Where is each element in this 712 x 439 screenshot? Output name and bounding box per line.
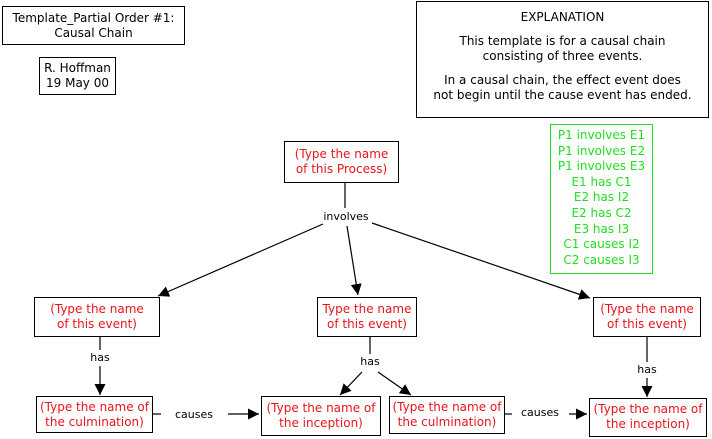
event1-line-1: (Type the name [50, 302, 144, 316]
title-box: Template_Partial Order #1: Causal Chain [2, 6, 185, 45]
event2-line-1: Type the name [322, 302, 412, 316]
link-label-causes: causes [161, 408, 227, 421]
inception2-line-2: the inception) [279, 416, 363, 430]
link-label-involves: involves [322, 210, 370, 223]
author-box: R. Hoffman 19 May 00 [39, 57, 116, 95]
relation-item: E3 has I3 [573, 221, 630, 236]
relation-item: P1 involves E1 [557, 128, 646, 142]
process-node[interactable]: (Type the name of this Process) [284, 141, 399, 183]
inception-node-2[interactable]: (Type the name of the inception) [261, 396, 381, 436]
link-label-has: has [88, 351, 112, 364]
culmination1-line-1: (Type the name of [40, 400, 149, 414]
culmination1-line-2: the culmination) [45, 415, 144, 429]
explanation-line-3: In a causal chain, the effect event does [444, 73, 681, 87]
link-label-causes: causes [512, 406, 568, 419]
title-line-2: Causal Chain [54, 26, 133, 40]
relation-item: E2 has C2 [571, 205, 632, 220]
culmination-node-2[interactable]: (Type the name of the culmination) [389, 396, 505, 434]
explanation-heading: EXPLANATION [520, 10, 605, 24]
explanation-line-4: not begin until the cause event has ende… [433, 88, 692, 102]
event2-line-2: of this event) [327, 317, 407, 331]
relations-box: P1 involves E1 P1 involves E2 P1 involve… [550, 124, 653, 274]
event-node-2[interactable]: Type the name of this event) [317, 297, 417, 337]
explanation-line-1: This template is for a causal chain [459, 34, 666, 48]
inception3-line-1: (Type the name of [593, 402, 703, 416]
title-line-1: Template_Partial Order #1: [12, 11, 175, 25]
event1-line-2: of this event) [57, 317, 137, 331]
author-date: 19 May 00 [46, 76, 109, 90]
explanation-line-2: consisting of three events. [482, 49, 643, 63]
arrow-involves-to-event1 [157, 223, 324, 297]
explanation-box: EXPLANATION This template is for a causa… [416, 1, 709, 118]
culmination2-line-1: (Type the name of [392, 400, 502, 414]
link-label-has: has [358, 355, 382, 368]
event3-line-1: (Type the name [600, 302, 694, 316]
arrow-has-to-culmination2 [377, 371, 412, 396]
relation-item: P1 involves E2 [557, 143, 646, 158]
inception-node-3[interactable]: (Type the name of the inception) [589, 398, 707, 437]
relation-item: E1 has C1 [571, 174, 632, 189]
arrow-has-to-inception2 [339, 371, 363, 396]
relation-item: C1 causes I2 [563, 237, 640, 252]
relation-item: P1 involves E3 [557, 159, 646, 174]
inception3-line-2: the inception) [606, 417, 690, 431]
culmination2-line-2: the culmination) [397, 415, 497, 429]
inception2-line-1: (Type the name of [266, 401, 376, 415]
author-name: R. Hoffman [44, 61, 111, 75]
process-line-2: of this Process) [295, 162, 388, 176]
relation-item: C2 causes I3 [563, 252, 640, 267]
event-node-1[interactable]: (Type the name of this event) [34, 297, 160, 337]
arrow-involves-to-event3 [371, 222, 591, 300]
event3-line-2: of this event) [607, 317, 687, 331]
culmination-node-1[interactable]: (Type the name of the culmination) [36, 396, 153, 433]
link-label-has: has [635, 363, 659, 376]
event-node-3[interactable]: (Type the name of this event) [593, 297, 701, 337]
process-line-1: (Type the name [294, 147, 389, 161]
arrow-involves-to-event2 [346, 225, 362, 296]
relation-item: E2 has I2 [573, 190, 630, 205]
